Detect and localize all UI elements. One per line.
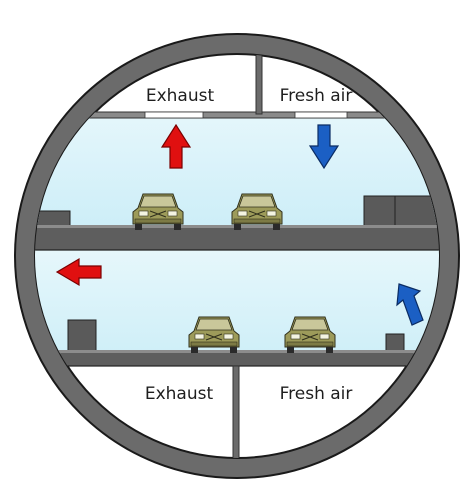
upper-right-wall-block <box>363 195 439 228</box>
upper-exhaust-label: Exhaust <box>146 86 215 106</box>
lower-left-wall-block <box>67 319 97 355</box>
upper-fresh-air-label: Fresh air <box>280 86 353 106</box>
lower-fresh-air-label: Fresh air <box>280 384 353 404</box>
lower-road-slab <box>35 351 439 367</box>
upper-road-surface <box>35 225 439 228</box>
upper-left-wall-block <box>35 210 71 228</box>
exhaust-vent-opening <box>144 111 204 119</box>
middle-deck <box>35 226 439 251</box>
lower-exhaust-label: Exhaust <box>145 384 214 404</box>
lower-road-surface <box>35 350 439 353</box>
left-arrow-icon <box>55 257 102 287</box>
fresh-air-vent-opening <box>294 111 348 119</box>
diagonal-arrow-icon <box>396 283 424 326</box>
lower-duct-divider <box>232 365 240 458</box>
ceiling-slab <box>35 111 439 119</box>
up-arrow-icon <box>160 123 192 169</box>
upper-duct-divider <box>255 54 263 115</box>
down-arrow-icon <box>308 124 340 170</box>
